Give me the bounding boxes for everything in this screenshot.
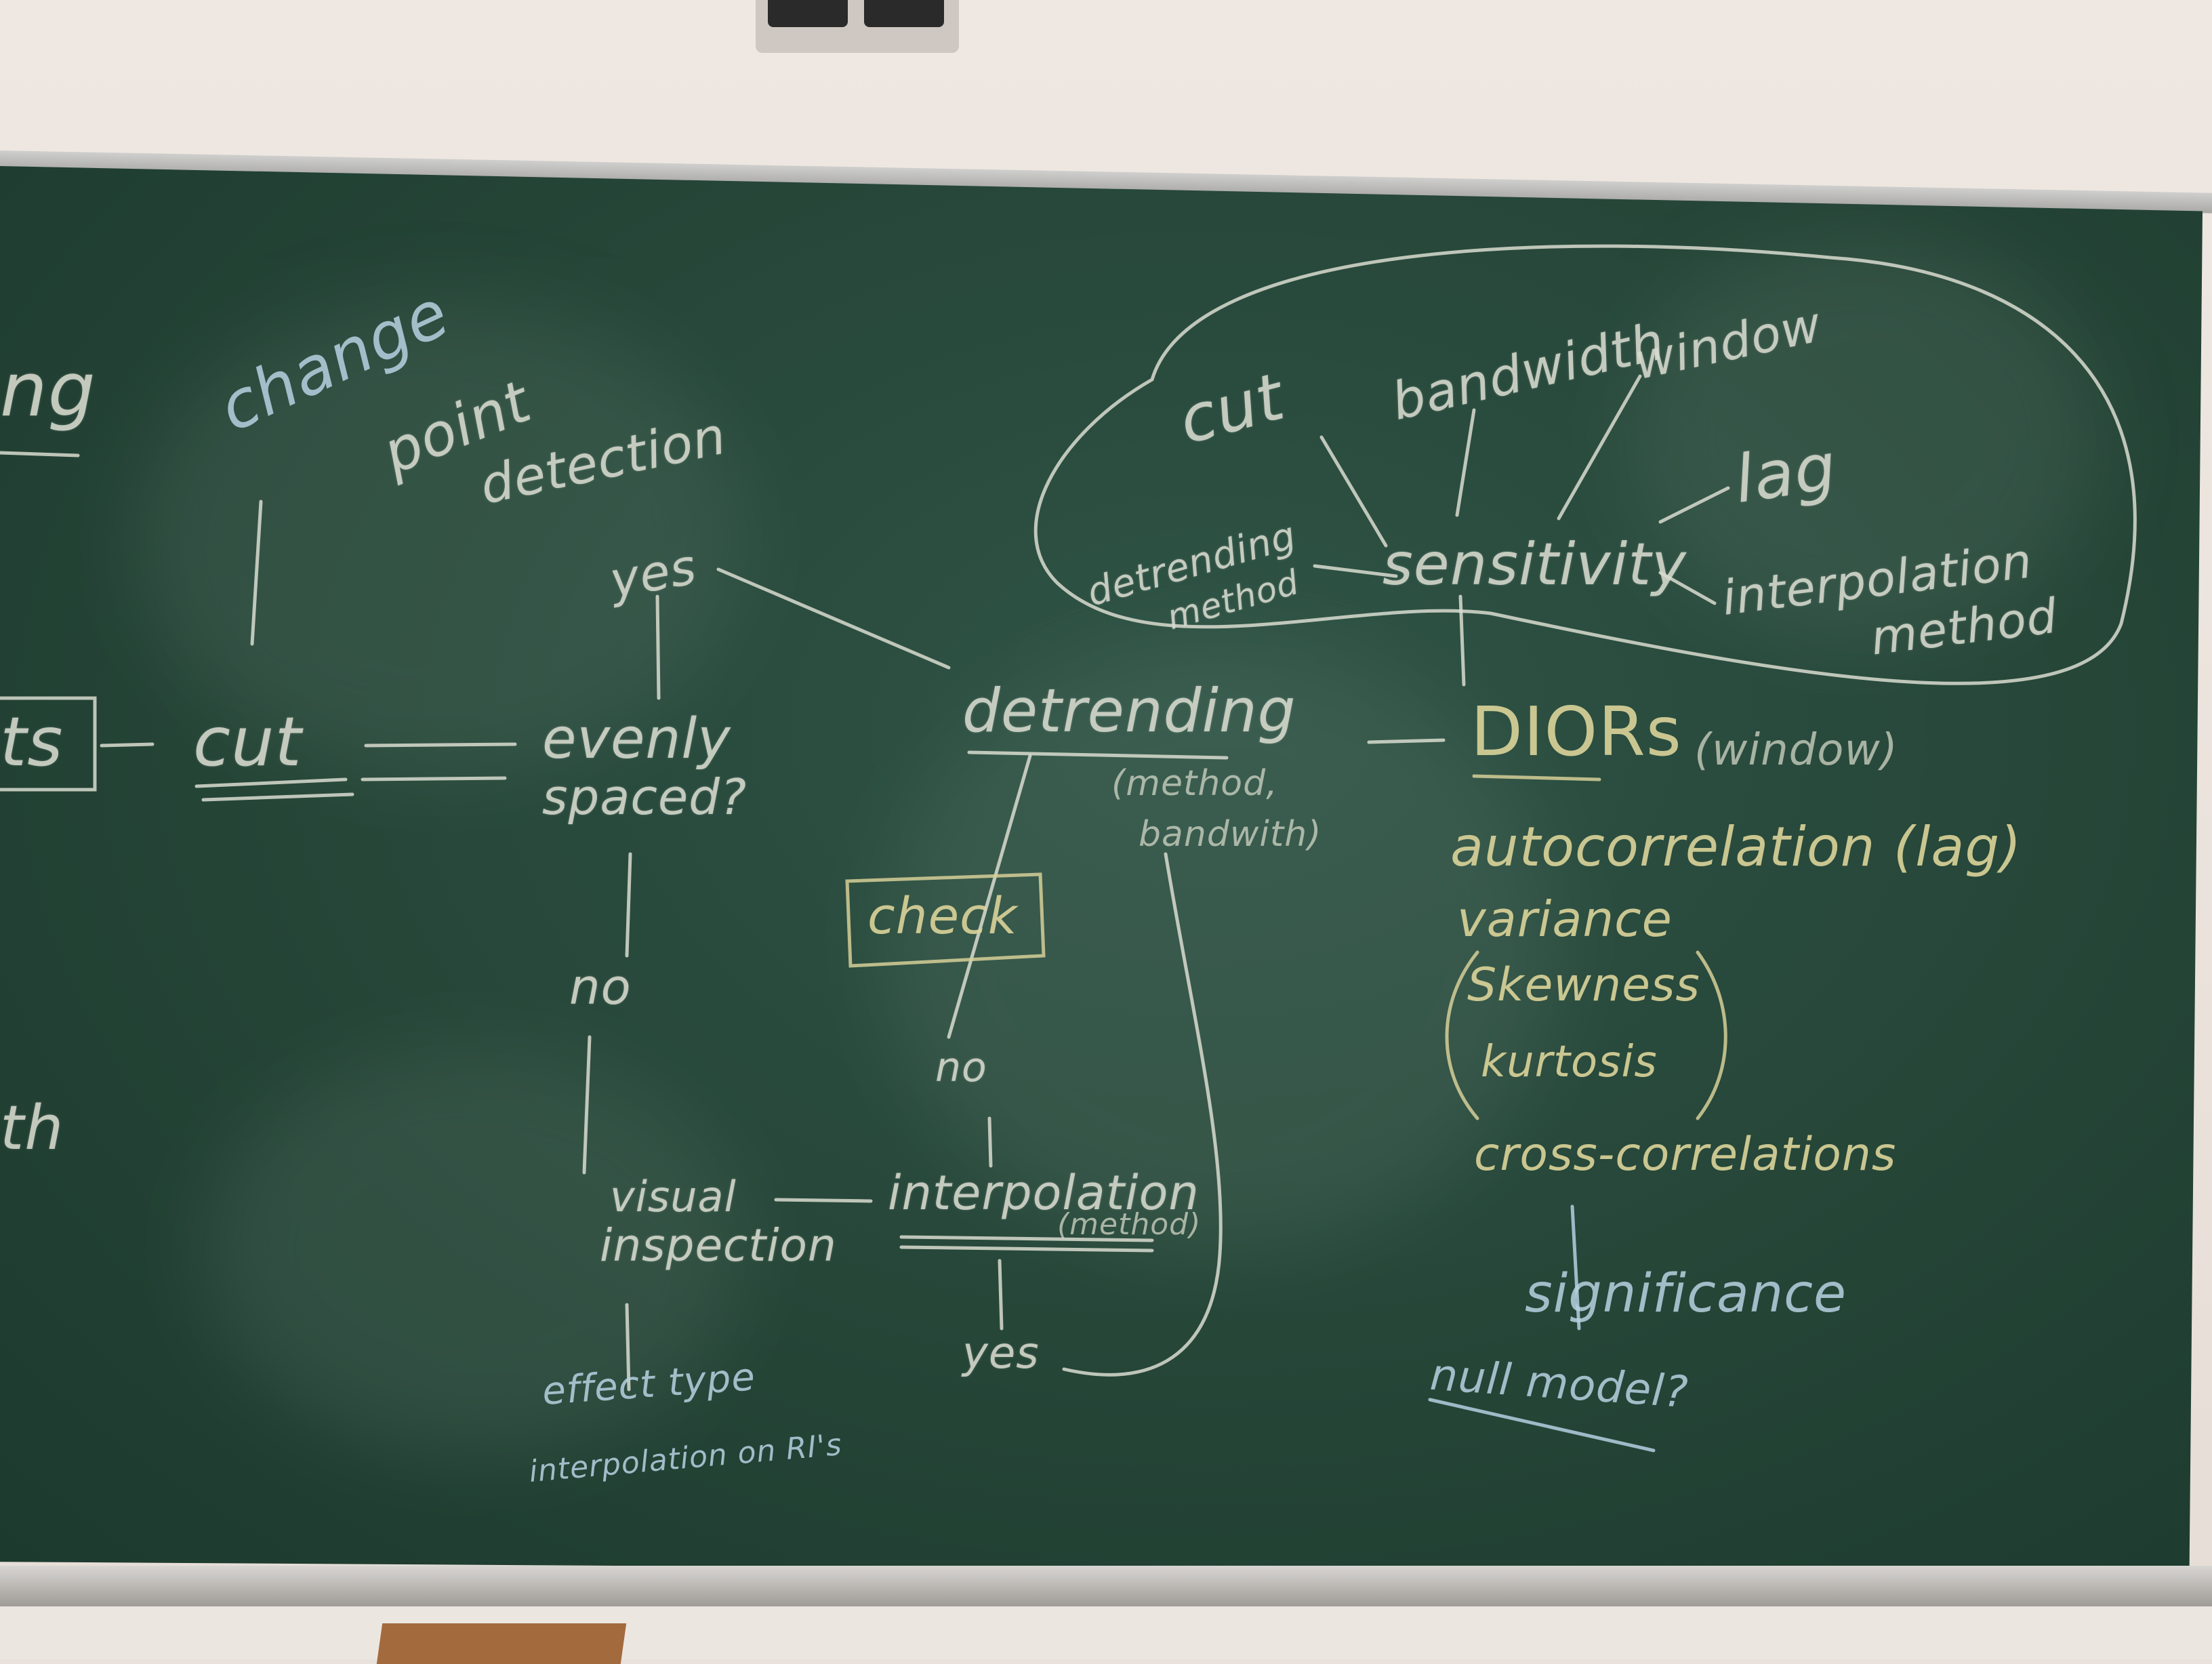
label-autocorrelation: autocorrelation (lag) (1450, 815, 2022, 878)
label-sensitivity: sensitivity (1382, 531, 1687, 598)
label-kurtosis: kurtosis (1481, 1037, 1658, 1087)
label-no-mid: no (935, 1044, 987, 1091)
line-yes-evenly (655, 594, 661, 700)
line-cut-evenly (361, 742, 517, 782)
floor (0, 1606, 2212, 1659)
label-diors-window: (window) (1694, 725, 1898, 775)
line-visual-interp (774, 1198, 873, 1203)
label-yes-top: yes (605, 537, 701, 609)
edge-text-th: th (0, 1093, 64, 1164)
line-ts-cut (100, 742, 155, 748)
board-frame-bottom (0, 1566, 2212, 1606)
label-diors: DIORs (1471, 692, 1682, 771)
ts-box (0, 696, 97, 792)
label-inspection: inspection (600, 1219, 837, 1272)
chalkboard (0, 166, 2203, 1576)
line-interp-yes (998, 1259, 1004, 1331)
line-sens-diors (1458, 594, 1466, 687)
cardboard-box (376, 1623, 627, 1664)
line-detr-sens (1313, 564, 1398, 578)
line-cut-sens (1319, 435, 1388, 548)
label-interp-method: (method) (1057, 1207, 1202, 1242)
label-spaced: spaced? (542, 769, 747, 826)
label-cut: cut (193, 702, 302, 782)
cut-underline (194, 777, 354, 802)
paren-right (1696, 950, 1727, 1120)
line-evenly-no (625, 852, 632, 958)
label-yes-bottom: yes (962, 1328, 1040, 1379)
line-no-visual (582, 1035, 592, 1175)
check-box (845, 872, 1046, 968)
sensitivity-cloud (1033, 244, 2137, 685)
line-detrending-no (947, 754, 1032, 1039)
ng-underline (0, 451, 80, 458)
label-skewness: Skewness (1467, 958, 1700, 1012)
label-significance: significance (1525, 1263, 1847, 1324)
label-interpolation: interpolation (888, 1165, 1200, 1221)
line-lag-sens (1658, 486, 1730, 524)
line-change-cut (250, 500, 263, 646)
label-no-left: no (569, 958, 632, 1015)
plug (768, 0, 848, 27)
line-window-sens (1557, 374, 1642, 521)
label-variance: variance (1457, 891, 1673, 948)
loop-yes-detrending (1062, 852, 1223, 1377)
line-bandwidth-sens (1455, 408, 1476, 517)
line-detrending-diors (1367, 738, 1446, 744)
label-cross-correlations: cross-correlations (1474, 1128, 1897, 1181)
detrending-underline (967, 750, 1229, 760)
line-visual-effect (625, 1303, 631, 1392)
line-no-interp (987, 1116, 993, 1168)
label-evenly: evenly (542, 707, 731, 771)
wall-outlet (756, 0, 959, 53)
label-method-paren: (method, (1111, 763, 1278, 804)
label-detrending: detrending (962, 676, 1296, 746)
label-lag: lag (1729, 428, 1841, 518)
label-check: check (867, 887, 1018, 946)
paren-left (1445, 950, 1479, 1120)
line-interp-sens (1658, 571, 1717, 605)
null-model-underline (1428, 1398, 1656, 1453)
line-cross-significance (1570, 1204, 1581, 1331)
label-bandwith-paren: bandwith) (1139, 814, 1322, 855)
label-visual: visual (610, 1172, 737, 1221)
edge-text-ts: ts (0, 702, 64, 782)
line-yes-detrending (716, 567, 951, 670)
interp-underline (899, 1235, 1154, 1253)
edge-text-ng: ng (0, 346, 96, 433)
diors-underline (1472, 774, 1601, 782)
plug (864, 0, 944, 27)
